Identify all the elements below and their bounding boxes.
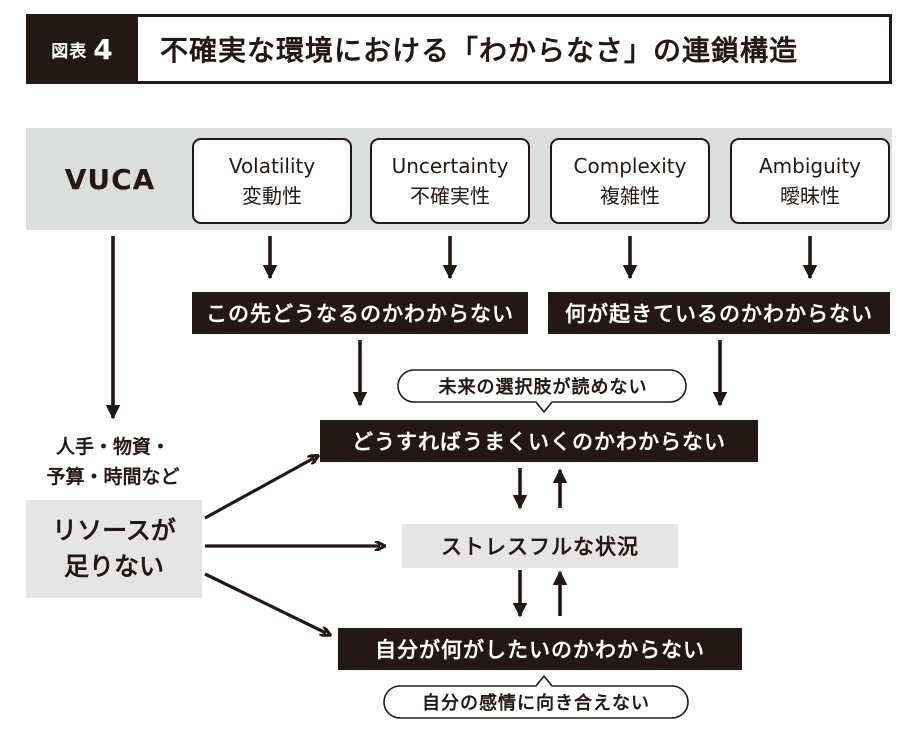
vuca-label: VUCA (64, 162, 156, 196)
card-ja: 曖昧性 (780, 184, 840, 208)
resource-shortage-box: リソースが 足りない (26, 500, 202, 598)
resource-examples-line1: 人手・物資・ (55, 436, 170, 458)
label-future-unknown: この先どうなるのかわからない (192, 292, 528, 334)
figure-tag-number: 4 (93, 32, 113, 66)
bubble-future-choices: 未来の選択肢が読めない (438, 377, 648, 398)
vuca-card-uncertainty: Uncertainty 不確実性 (370, 138, 530, 224)
figure-tag-label: 図表 (51, 41, 88, 62)
vuca-card-complexity: Complexity 複雑性 (550, 138, 710, 224)
figure-tag: 図表 4 (26, 14, 138, 84)
card-en: Uncertainty (391, 154, 509, 178)
bubble-future-choices-shape (397, 369, 687, 414)
card-ja: 不確実性 (410, 184, 490, 208)
bubble-emotions: 自分の感情に向き合えない (422, 693, 650, 714)
card-en: Volatility (228, 154, 316, 178)
arrow-resources-to-self (204, 572, 326, 633)
label-happening-unknown: 何が起きているのかわからない (548, 292, 890, 334)
figure-title: 不確実な環境における「わからなさ」の連鎖構造 (160, 34, 799, 67)
title-frame (26, 14, 892, 84)
label-how-unknown: どうすればうまくいくのかわからない (320, 420, 758, 462)
resource-examples-line2: 予算・時間など (46, 466, 180, 488)
resource-box-line1: リソースが (52, 516, 176, 545)
card-en: Ambiguity (758, 154, 862, 178)
resource-box-line2: 足りない (63, 552, 164, 581)
card-ja: 変動性 (242, 184, 302, 208)
label-stressful-situation: ストレスフルな状況 (402, 524, 678, 568)
card-en: Complexity (573, 154, 687, 178)
bubble-emotions-shape (383, 674, 689, 719)
vuca-card-ambiguity: Ambiguity 曖昧性 (730, 138, 890, 224)
label-self-unknown: 自分が何がしたいのかわからない (338, 628, 742, 670)
arrow-resources-to-how (204, 458, 314, 520)
vuca-card-volatility: Volatility 変動性 (192, 138, 352, 224)
card-ja: 複雑性 (600, 184, 660, 208)
